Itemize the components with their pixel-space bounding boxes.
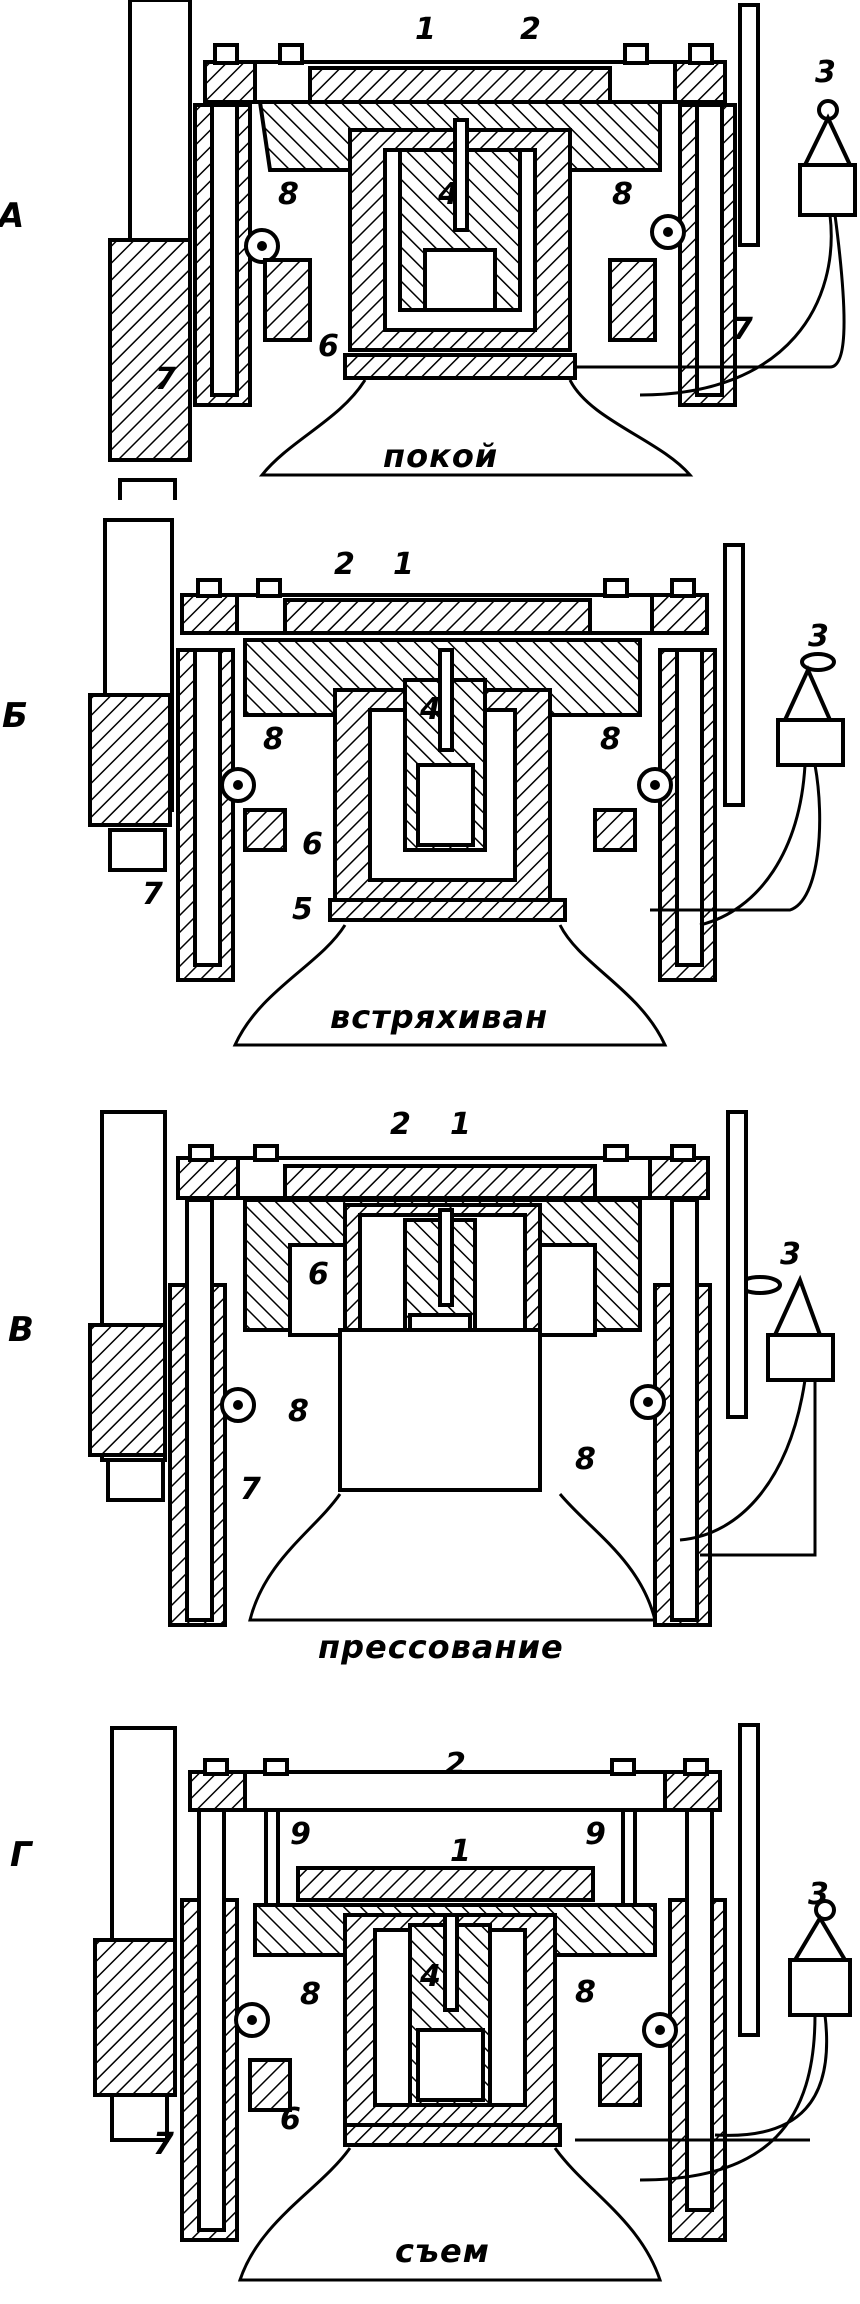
- label-left-lever: 8: [263, 722, 284, 757]
- left-pipe-sleeve: [88, 1323, 167, 1457]
- label-left-column: 7: [240, 1472, 261, 1507]
- label-traverse: 2: [445, 1747, 466, 1782]
- left-pipe-sleeve: [88, 693, 172, 827]
- label-piston: 4: [420, 692, 441, 727]
- label-traverse: 2: [334, 547, 355, 582]
- control-valve: [788, 1958, 852, 2017]
- label-right-lever: 8: [575, 1975, 596, 2010]
- right-rod: [738, 3, 760, 247]
- stage-letter: В: [8, 1310, 34, 1350]
- stage-caption: съем: [395, 2232, 490, 2270]
- press-block: [283, 598, 592, 635]
- right-rod: [723, 543, 745, 807]
- machine-foot: [232, 924, 668, 1047]
- label-cylinder: 6: [302, 827, 323, 862]
- stage-letter: А: [0, 196, 25, 236]
- stage-letter: Б: [2, 696, 28, 736]
- right-stripper-pin: [621, 1808, 637, 1907]
- stage-c-drawing: [88, 1110, 835, 1627]
- label-cylinder: 6: [280, 2102, 301, 2137]
- label-cylinder: 6: [308, 1257, 329, 1292]
- stage-a-panel: А покой 1 2 3 4 6 7 7 8 8: [0, 0, 860, 500]
- label-piston: 4: [420, 1959, 441, 1994]
- valve-handle: [800, 652, 836, 672]
- stage-d-drawing: [93, 1723, 852, 2282]
- left-nut: [108, 828, 167, 872]
- label-right-stripper-pin: 9: [585, 1817, 606, 1852]
- label-left-lever: 8: [288, 1394, 309, 1429]
- stage-caption: встряхиван: [330, 998, 549, 1036]
- left-pipe-sleeve: [93, 1938, 177, 2097]
- machine-foot: [248, 1493, 657, 1622]
- label-press-block: 1: [450, 1107, 471, 1142]
- label-right-column: 7: [732, 312, 753, 347]
- label-left-stripper-pin: 9: [290, 1817, 311, 1852]
- label-table: 5: [292, 892, 313, 927]
- stage-letter: Г: [10, 1835, 32, 1875]
- table-base: [328, 898, 567, 922]
- piston-rod: [438, 1208, 454, 1307]
- label-valve: 3: [780, 1237, 801, 1272]
- label-cylinder: 6: [318, 329, 339, 364]
- left-nut: [110, 2093, 169, 2142]
- stage-c-panel: В прессование 1 2 3 6 7 8 8: [0, 1080, 860, 1700]
- control-valve: [798, 163, 857, 217]
- stage-b-drawing: [88, 518, 845, 1047]
- piston-rod: [453, 118, 469, 232]
- left-pipe-sleeve: [108, 238, 192, 462]
- label-press-block: 1: [415, 12, 436, 47]
- label-press-block: 1: [393, 547, 414, 582]
- stage-d-panel: Г съем 1 2 3 4 6 7 8 8 9 9: [0, 1700, 860, 2304]
- piston-rod: [438, 648, 454, 752]
- label-valve: 3: [808, 619, 829, 654]
- left-stripper-pin: [264, 1808, 280, 1907]
- label-left-lever: 8: [278, 177, 299, 212]
- table-base: [343, 353, 577, 380]
- right-rod: [726, 1110, 748, 1419]
- machine-foot: [237, 2147, 663, 2282]
- label-traverse: 2: [390, 1107, 411, 1142]
- stage-caption: покой: [383, 437, 499, 475]
- table-base: [338, 1328, 542, 1492]
- right-rod: [738, 1723, 760, 2037]
- valve-handle: [814, 1899, 836, 1921]
- label-left-lever: 8: [300, 1977, 321, 2012]
- stage-a-drawing: [108, 0, 857, 500]
- label-right-lever: 8: [612, 177, 633, 212]
- label-piston: 4: [438, 177, 459, 212]
- left-nut: [118, 478, 177, 500]
- label-left-column: 7: [155, 362, 176, 397]
- label-valve: 3: [808, 1877, 829, 1912]
- label-right-lever: 8: [600, 722, 621, 757]
- stage-b-panel: Б встряхиван 1 2 3 4 5 6 7 8 8: [0, 500, 860, 1080]
- label-traverse: 2: [520, 12, 541, 47]
- press-block: [308, 66, 612, 104]
- label-valve: 3: [815, 55, 836, 90]
- left-nut: [106, 1458, 165, 1502]
- table-base: [343, 2123, 562, 2147]
- press-block: [283, 1164, 597, 1200]
- label-left-column: 7: [142, 877, 163, 912]
- label-left-column: 7: [153, 2127, 174, 2162]
- piston-rod: [443, 1913, 459, 2012]
- control-valve: [776, 718, 845, 767]
- label-right-lever: 8: [575, 1442, 596, 1477]
- machine-foot: [258, 379, 694, 477]
- stage-caption: прессование: [318, 1628, 564, 1666]
- control-valve: [766, 1333, 835, 1382]
- label-press-block: 1: [450, 1834, 471, 1869]
- press-block: [296, 1866, 595, 1902]
